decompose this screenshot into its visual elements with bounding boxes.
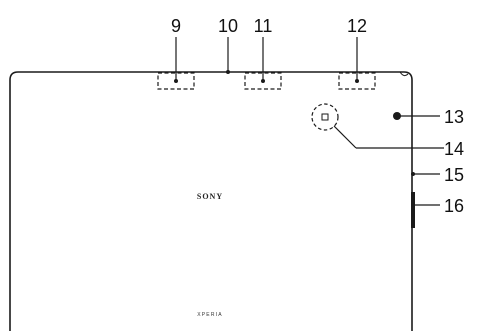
callout-number-14: 14 — [444, 139, 464, 159]
callout-number-16: 16 — [444, 196, 464, 216]
tablet-outline — [9, 71, 413, 331]
corner-notch — [399, 71, 409, 77]
side-key — [411, 192, 415, 228]
leader-dot-12 — [355, 79, 359, 83]
callout-number-9: 9 — [171, 16, 181, 36]
callout-number-12: 12 — [347, 16, 367, 36]
callout-number-13: 13 — [444, 107, 464, 127]
nfc-center-mark — [321, 113, 329, 121]
callout-number-15: 15 — [444, 165, 464, 185]
model-logo-xperia: XPERIA — [197, 312, 223, 318]
callout-number-11: 11 — [254, 16, 273, 36]
leader-dot-10 — [226, 70, 230, 74]
callout-number-10: 10 — [218, 16, 238, 36]
nfc-area-dashed-circle — [311, 103, 339, 131]
leader-dot-9 — [174, 79, 178, 83]
leader-line-14 — [333, 125, 357, 149]
brand-logo-sony: SONY — [197, 192, 223, 201]
leader-dot-11 — [261, 79, 265, 83]
